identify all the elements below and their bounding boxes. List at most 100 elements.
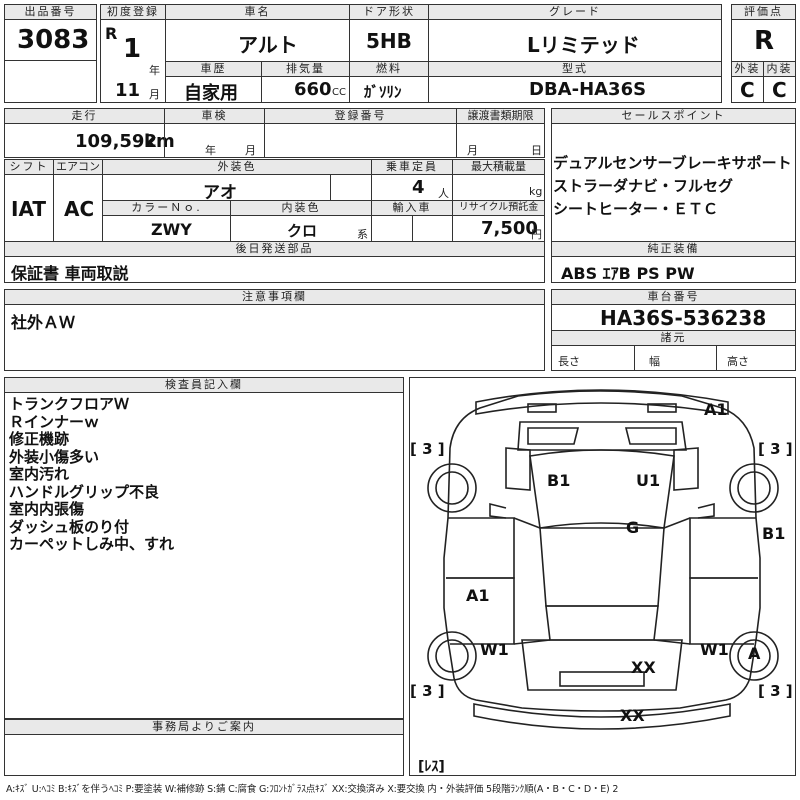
max-load-header: 最大積載量: [452, 159, 545, 175]
sales-points-header: セールスポイント: [551, 108, 796, 124]
transfer-month-unit: 月: [467, 144, 478, 157]
sales-points-list: デュアルセンサーブレーキサポート ストラーダナビ・フルセグ シートヒーター・ＥＴ…: [553, 152, 792, 221]
recycle-cell: 7,500 円: [452, 215, 545, 242]
interior-color-cell: クロ 系: [230, 215, 372, 242]
color-number-header: カラーＮｏ.: [102, 200, 231, 216]
exterior-color-cell: アオ: [102, 174, 331, 203]
history-header: 車歴: [165, 61, 262, 77]
sales-point: デュアルセンサーブレーキサポート: [553, 154, 792, 172]
lot-number-blank: [4, 60, 97, 103]
mileage: 109,592: [75, 131, 157, 152]
fuel: ｶﾞｿﾘﾝ: [364, 83, 402, 101]
shift-header: シフト: [4, 159, 54, 175]
interior-header: 内装: [763, 61, 796, 77]
office-info-header: 事務局よりご案内: [4, 719, 404, 735]
office-info-cell: [4, 734, 404, 776]
interior-color-header: 内装色: [230, 200, 372, 216]
inspector-note: 室内汚れ: [9, 465, 70, 483]
color-number-cell: ZWY: [102, 215, 231, 242]
inspector-note: ハンドルグリップ不良: [9, 482, 160, 501]
damage-mark-rear-bumper: XX: [620, 706, 645, 725]
shift: IAT: [11, 197, 47, 221]
recycle-unit: 円: [531, 228, 542, 241]
damage-mark-hood-right: U1: [636, 471, 661, 490]
lot-number: 3083: [17, 25, 90, 55]
score-cell: R: [731, 19, 796, 62]
car-name: アルト: [238, 33, 298, 57]
interior-color: クロ: [287, 222, 318, 240]
door-type-cell: 5HB: [349, 19, 429, 62]
grade-cell: Lリミテッド: [428, 19, 722, 62]
damage-mark-windshield: G: [626, 518, 640, 537]
sales-points-cell: デュアルセンサーブレーキサポート ストラーダナビ・フルセグ シートヒーター・ＥＴ…: [551, 123, 796, 254]
max-load-unit: kg: [529, 185, 543, 198]
inspector-note: Ｒインナーｗ: [9, 412, 100, 431]
seats-cell: 4 人: [371, 174, 453, 201]
door-type-header: ドア形状: [349, 4, 429, 20]
seats-header: 乗車定員: [371, 159, 453, 175]
tire-front-left: [ 3 ]: [410, 440, 445, 458]
damage-mark-left-door: A1: [466, 586, 490, 605]
tire-front-right: [ 3 ]: [758, 440, 793, 458]
sales-point: ストラーダナビ・フルセグ: [553, 177, 734, 195]
transfer-deadline-cell: 月 日: [456, 123, 545, 158]
exterior-score-cell: C: [731, 76, 764, 103]
month-unit: 月: [149, 88, 160, 101]
mileage-unit: km: [144, 131, 175, 152]
aircon-cell: AC: [53, 174, 103, 242]
width-cell: 幅: [634, 345, 717, 371]
exterior-color: アオ: [203, 183, 237, 203]
model-code-cell: DBA-HA36S: [428, 76, 722, 103]
inspection-month-unit: 月: [245, 144, 256, 157]
recycle-fee: 7,500: [481, 218, 538, 239]
length-label: 長さ: [558, 355, 580, 368]
interior-score-cell: C: [763, 76, 796, 103]
inspector-notes-cell: トランクフロアＷ Ｒインナーｗ 修正機跡 外装小傷多い 室内汚れ ハンドルグリッ…: [4, 392, 404, 719]
interior-color-unit: 系: [357, 228, 368, 241]
max-load-cell: kg: [452, 174, 545, 201]
first-registration-cell: R 1 年 11 月: [100, 19, 166, 103]
grade: Lリミテッド: [527, 33, 640, 57]
chassis-number-cell: HA36S-536238: [551, 304, 796, 331]
car-diagram: [427, 389, 779, 730]
height-label: 高さ: [727, 355, 749, 368]
seats-unit: 人: [438, 187, 449, 200]
genuine-equipment-cell: ABS ｴｱB PS PW: [551, 256, 796, 283]
registration-number-header: 登録番号: [264, 108, 457, 124]
inspector-note: トランクフロアＷ: [9, 395, 130, 413]
damage-mark-left-quarter: W1: [480, 640, 509, 659]
inspection-header: 車検: [164, 108, 265, 124]
inspector-note: 修正機跡: [9, 430, 70, 448]
chassis-number: HA36S-536238: [600, 306, 767, 330]
damage-mark-right-wheel: A: [748, 644, 761, 663]
deferred-parts-header: 後日発送部品: [4, 241, 545, 257]
aircon: AC: [64, 197, 95, 221]
tire-rear-left: [ 3 ]: [410, 682, 445, 700]
damage-legend: A:ｷｽﾞ U:ﾍｺﾐ B:ｷｽﾞを伴うﾍｺﾐ P:要塗装 W:補修跡 S:錆 …: [6, 784, 619, 795]
inspector-note: 室内内張傷: [9, 500, 85, 518]
displacement-cell: 660 CC: [261, 76, 350, 103]
exterior-score: C: [740, 78, 755, 102]
inspection-cell: 年 月: [164, 123, 265, 158]
damage-mark-trunk: XX: [631, 658, 656, 677]
width-label: 幅: [649, 355, 660, 368]
history: 自家用: [184, 83, 238, 104]
lot-number-cell: 3083: [4, 19, 97, 61]
inspector-note: ダッシュ板のり付: [9, 517, 130, 536]
import-cell-a: [371, 215, 413, 242]
shift-cell: IAT: [4, 174, 54, 242]
door-type: 5HB: [366, 29, 412, 53]
deferred-parts-cell: 保証書 車両取説: [4, 256, 545, 283]
import-cell-b: [412, 215, 453, 242]
notes-header: 注意事項欄: [4, 289, 545, 305]
overall-score: R: [754, 26, 775, 56]
specs-header: 諸元: [551, 330, 796, 346]
height-cell: 高さ: [716, 345, 796, 371]
notes: 社外ＡＷ: [11, 313, 76, 332]
seats: 4: [412, 177, 425, 198]
car-name-header: 車名: [165, 4, 350, 20]
tire-rear-right: [ 3 ]: [758, 682, 793, 700]
displacement-header: 排気量: [261, 61, 350, 77]
registration-month: 11: [115, 80, 141, 101]
chassis-number-header: 車台番号: [551, 289, 796, 305]
